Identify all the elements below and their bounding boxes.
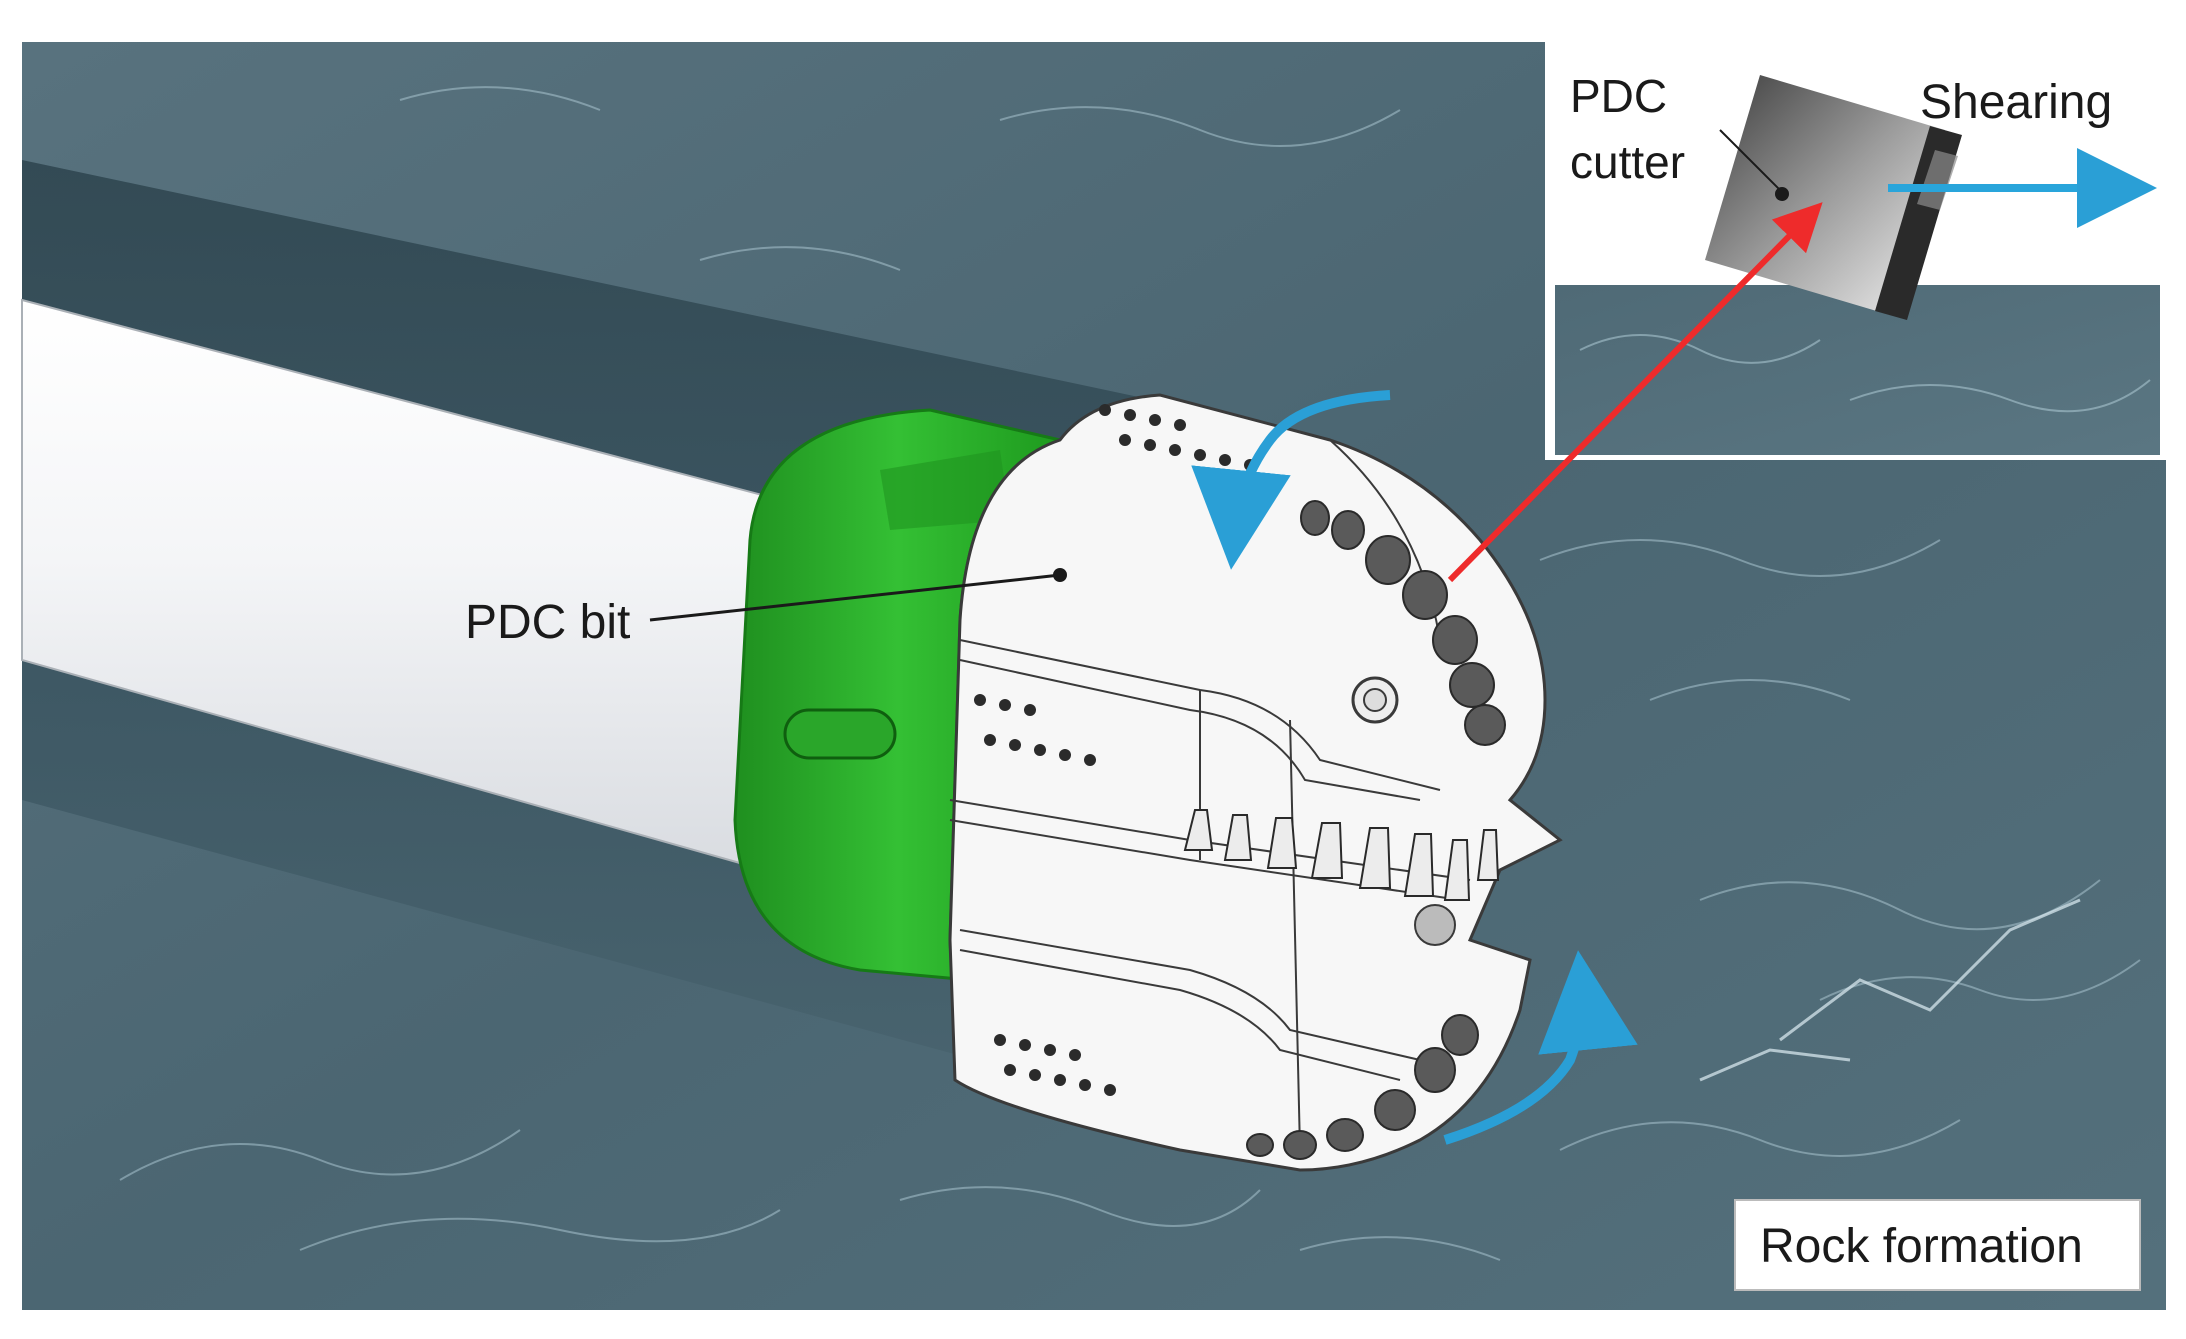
pdc-cutter-dot <box>1775 187 1789 201</box>
gauge-cutters <box>1183 809 1500 901</box>
pdc-cutter-label-line2: cutter <box>1570 136 1685 188</box>
rotation-arrow-bottom <box>1443 950 1638 1145</box>
link-arrow <box>1447 202 1823 583</box>
pdc-bit-label: PDC bit <box>465 596 630 649</box>
rotation-arrow-top <box>1191 390 1391 570</box>
rock-formation-label: Rock formation <box>1760 1220 2083 1273</box>
pdc-cutter-label-line1: PDC <box>1570 70 1667 122</box>
cutter-inset: PDC cutter Shearing <box>1545 38 2170 460</box>
pdc-cutters <box>1246 500 1506 1160</box>
nozzle-holes <box>974 404 1256 1096</box>
pdc-bit-callout: PDC bit <box>465 568 1067 649</box>
rock-formation-label-box: Rock formation <box>1734 1199 2141 1291</box>
shearing-label: Shearing <box>1920 76 2112 129</box>
pdc-cutter-block <box>1705 75 1962 320</box>
pdc-cutter-leader <box>1719 129 1783 193</box>
